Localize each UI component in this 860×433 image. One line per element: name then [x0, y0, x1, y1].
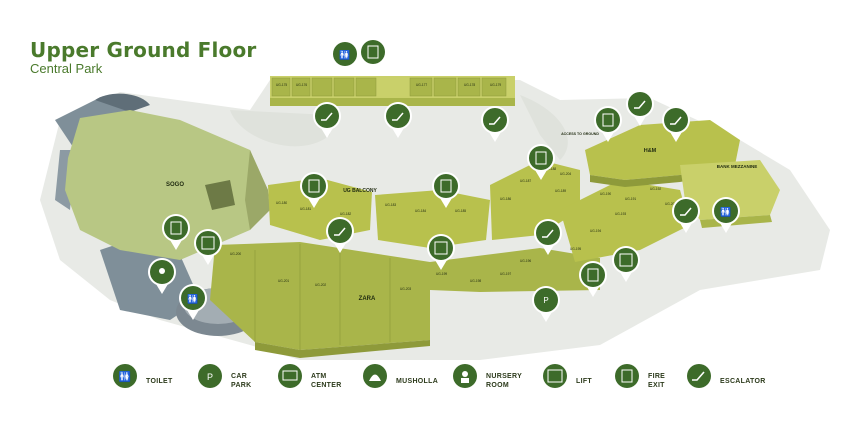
- svg-text:UG-180: UG-180: [276, 201, 287, 205]
- svg-text:UG-177: UG-177: [416, 83, 427, 87]
- svg-text:UG-193: UG-193: [615, 212, 626, 216]
- escalator-pin: [533, 219, 562, 255]
- svg-text:UG-202: UG-202: [315, 283, 326, 287]
- bank-mezzanine-label: BANK MEZZANINE: [717, 164, 758, 169]
- svg-text:UG-198: UG-198: [470, 279, 481, 283]
- svg-text:UG-185: UG-185: [455, 209, 466, 213]
- lift-pin: [193, 229, 222, 265]
- svg-text:🚻: 🚻: [720, 206, 731, 217]
- escalator-pin: [383, 102, 412, 138]
- toilet-pin: 🚻: [178, 284, 207, 320]
- fire-exit-pin: [593, 106, 622, 142]
- nursery-room-pin: [147, 258, 176, 294]
- svg-text:UG-179: UG-179: [490, 83, 501, 87]
- car-park-pin: P: [531, 286, 560, 322]
- anchor-sogo[interactable]: SOGO: [65, 110, 270, 260]
- escalator-pin: [661, 106, 690, 142]
- access-ground-label: ACCESS TO GROUND: [561, 132, 599, 136]
- toilet-pin: 🚻: [330, 40, 359, 76]
- svg-text:UG-200: UG-200: [230, 252, 241, 256]
- unit-labels: UG-175 UG-176 UG-177 UG-178 UG-179 UG-18…: [230, 83, 676, 291]
- svg-text:UG-186: UG-186: [500, 197, 511, 201]
- fire-exit-pin: [358, 38, 387, 74]
- lift-pin: [611, 246, 640, 282]
- escalator-pin: [671, 197, 700, 233]
- svg-text:UG-182: UG-182: [340, 212, 351, 216]
- hm-label: H&M: [644, 148, 657, 154]
- escalator-pin: [625, 90, 654, 126]
- svg-text:UG-178: UG-178: [464, 83, 475, 87]
- svg-text:UG-192: UG-192: [650, 187, 661, 191]
- svg-text:UG-205: UG-205: [665, 202, 676, 206]
- bank-mezzanine[interactable]: BANK MEZZANINE: [680, 160, 780, 228]
- svg-text:UG-175: UG-175: [276, 83, 287, 87]
- escalator-pin: [480, 106, 509, 142]
- svg-text:UG-201: UG-201: [278, 279, 289, 283]
- fire-exit-pin: [299, 172, 328, 208]
- svg-text:UG-196: UG-196: [520, 259, 531, 263]
- svg-text:UG-204: UG-204: [560, 172, 571, 176]
- svg-text:UG-190: UG-190: [600, 192, 611, 196]
- escalator-pin: [312, 102, 341, 138]
- page-subtitle: Central Park: [30, 61, 103, 76]
- svg-text:UG-176: UG-176: [296, 83, 307, 87]
- zara-label: ZARA: [359, 296, 376, 302]
- svg-text:🚻: 🚻: [187, 293, 198, 304]
- svg-text:UG-183: UG-183: [385, 203, 396, 207]
- sogo-label: SOGO: [166, 182, 184, 188]
- svg-text:UG-197: UG-197: [500, 272, 511, 276]
- toilet-pin: 🚻: [711, 197, 740, 233]
- store-block-front[interactable]: ZARA: [210, 242, 430, 358]
- svg-text:UG-191: UG-191: [625, 197, 636, 201]
- svg-text:UG-188: UG-188: [545, 167, 556, 171]
- svg-text:UG-199: UG-199: [436, 272, 447, 276]
- svg-text:P: P: [543, 296, 548, 305]
- svg-text:UG-187: UG-187: [520, 179, 531, 183]
- svg-text:UG-203: UG-203: [400, 287, 411, 291]
- svg-text:UG-195: UG-195: [570, 247, 581, 251]
- store-row-top[interactable]: [270, 76, 515, 106]
- fire-exit-pin: [161, 214, 190, 250]
- svg-text:UG-194: UG-194: [590, 229, 601, 233]
- svg-text:UG-189: UG-189: [555, 189, 566, 193]
- svg-text:UG-184: UG-184: [415, 209, 426, 213]
- map-pins[interactable]: 🚻 🚻 P 🚻: [147, 38, 740, 322]
- fire-exit-pin: [578, 261, 607, 297]
- store-block-right[interactable]: [430, 180, 690, 292]
- page-title: Upper Ground Floor: [30, 38, 257, 62]
- fire-exit-pin: [526, 144, 555, 180]
- svg-text:🚻: 🚻: [339, 49, 350, 60]
- svg-text:UG-181: UG-181: [300, 207, 311, 211]
- lift-pin: [426, 234, 455, 270]
- escalator-pin: [325, 217, 354, 253]
- ug-balcony-label: UG BALCONY: [343, 188, 377, 194]
- fire-exit-pin: [431, 172, 460, 208]
